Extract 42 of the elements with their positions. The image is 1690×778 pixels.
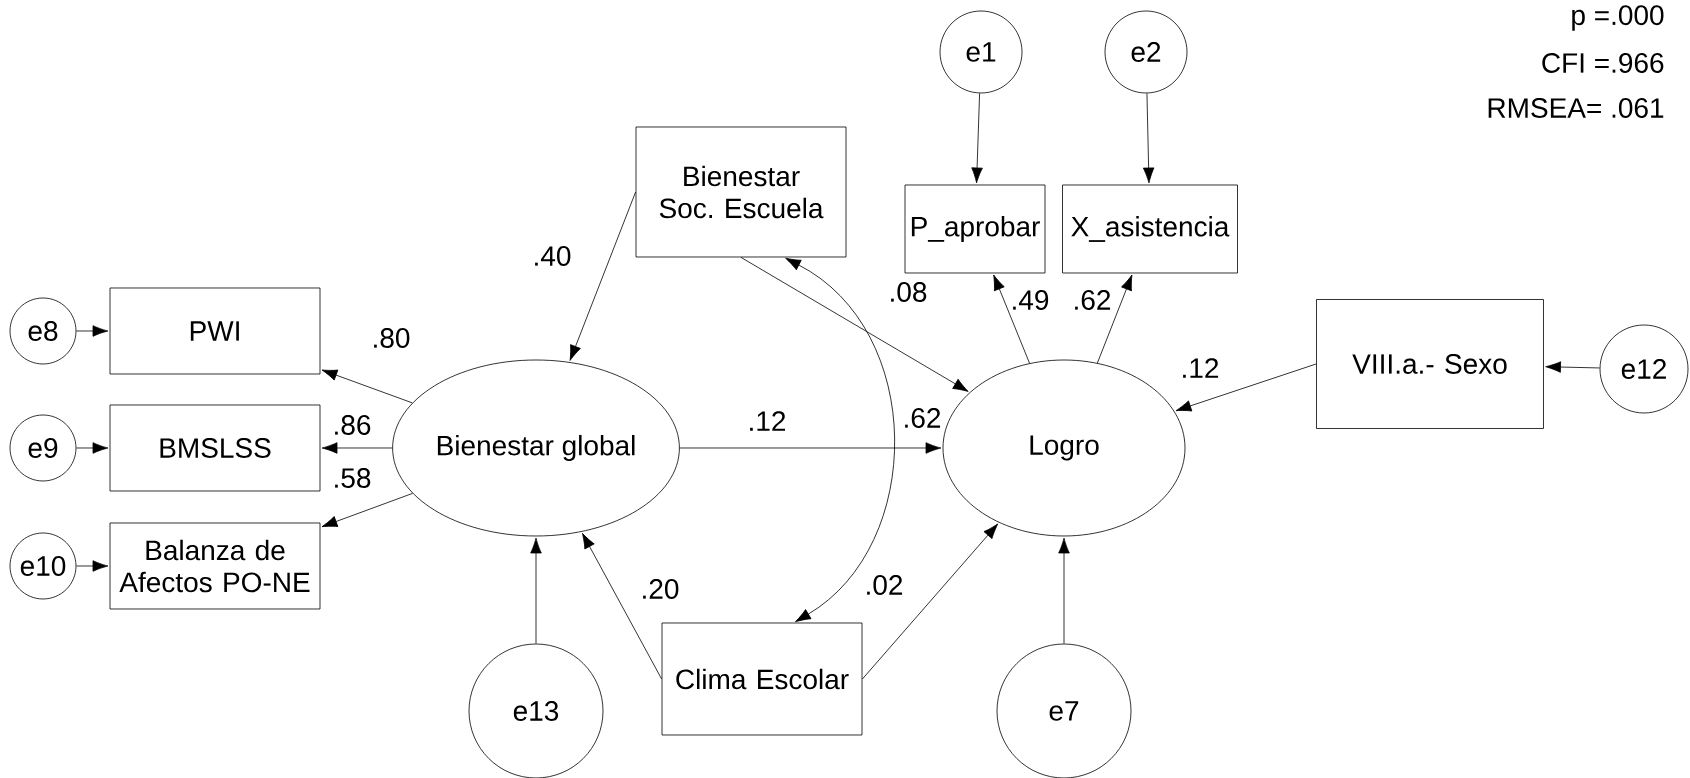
arrow — [76, 325, 109, 337]
variable-box: P_aprobar — [904, 184, 1046, 274]
variable-box: Balanza de Afectos PO-NE — [109, 522, 321, 610]
variable-box: PWI — [109, 287, 321, 375]
arrow — [76, 560, 109, 572]
variable-box: BMSLSS — [109, 404, 321, 492]
arrow — [569, 191, 636, 361]
arrow — [1142, 92, 1155, 184]
arrow — [679, 442, 942, 454]
edge-label: .80 — [370, 327, 412, 349]
edge-label: .12 — [746, 410, 788, 432]
edge-label: .40 — [531, 245, 573, 267]
arrow — [1097, 274, 1133, 364]
arrow — [1058, 537, 1070, 644]
curved-arrow — [785, 257, 896, 623]
arrow — [1545, 361, 1600, 373]
edge-label: .86 — [331, 414, 373, 436]
arrow — [971, 92, 983, 184]
arrow — [530, 537, 542, 644]
arrow — [862, 523, 999, 680]
fit-statistic: p =.000 — [1572, 5, 1664, 31]
variable-box: Bienestar Soc. Escuela — [635, 126, 847, 258]
edge-label: .62 — [1071, 289, 1113, 311]
edge-label: .58 — [331, 467, 373, 489]
arrow — [321, 369, 413, 404]
arrow — [321, 442, 393, 454]
edge-label: .20 — [639, 578, 681, 600]
variable-box: X_asistencia — [1062, 184, 1238, 274]
variable-box: VIII.a.- Sexo — [1316, 299, 1544, 429]
edge-label: .62 — [901, 407, 943, 429]
arrow — [740, 257, 969, 392]
fit-statistic: RMSEA= .061 — [1488, 98, 1664, 118]
arrow — [321, 492, 413, 528]
arrow — [582, 532, 662, 680]
edge-label: .02 — [863, 574, 905, 596]
arrow — [76, 442, 109, 454]
arrow — [1175, 363, 1317, 412]
variable-box: Clima Escolar — [661, 622, 863, 736]
arrow — [993, 274, 1030, 364]
fit-statistic: CFI =.966 — [1542, 53, 1664, 73]
edge-label: .08 — [887, 281, 929, 303]
edge-label: .49 — [1009, 289, 1051, 311]
